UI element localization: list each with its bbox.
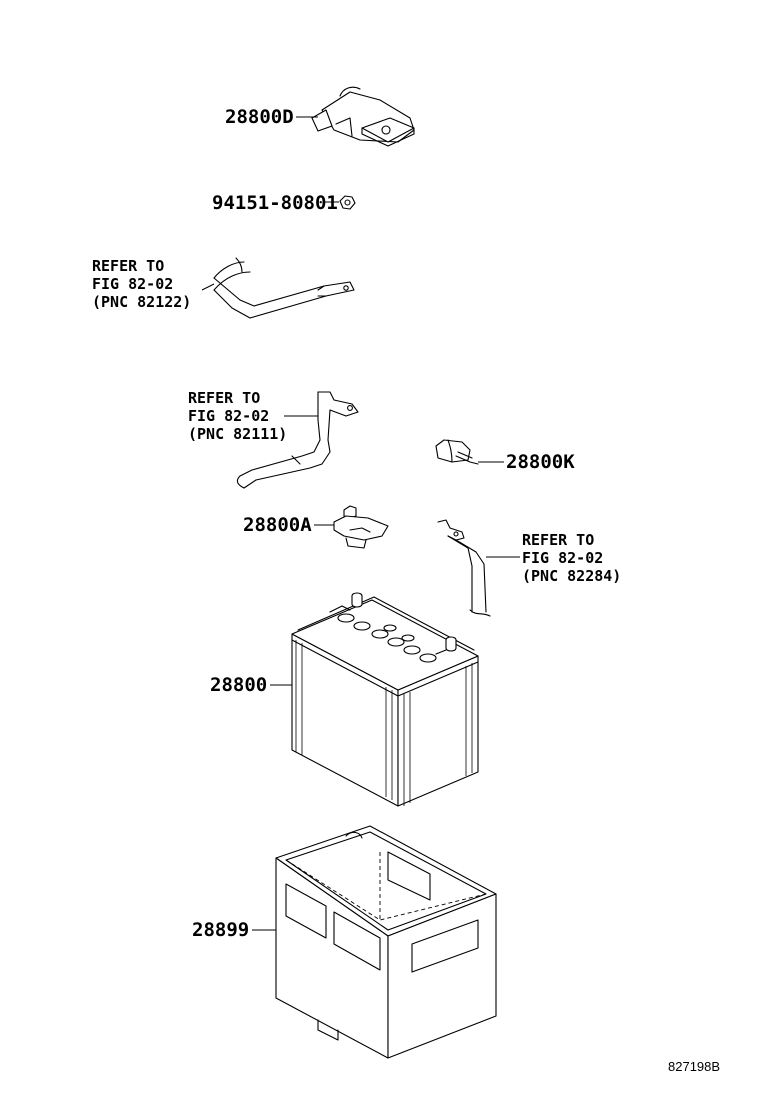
svg-text:FIG 82-02: FIG 82-02 xyxy=(188,407,269,425)
cable-82111-drawing xyxy=(236,391,359,489)
part-label-28899: 28899 xyxy=(192,919,249,941)
svg-text:FIG 82-02: FIG 82-02 xyxy=(92,275,173,293)
terminal-cover-drawing xyxy=(311,86,415,147)
reference-82111: REFER TO FIG 82-02 (PNC 82111) xyxy=(188,389,287,443)
svg-text:REFER TO: REFER TO xyxy=(522,531,594,549)
diagram-code: 827198B xyxy=(668,1059,720,1074)
part-label-28800d: 28800D xyxy=(225,106,294,128)
svg-text:(PNC 82111): (PNC 82111) xyxy=(188,425,287,443)
svg-text:REFER TO: REFER TO xyxy=(188,389,260,407)
battery-drawing xyxy=(291,592,479,807)
part-label-28800a: 28800A xyxy=(243,514,312,536)
reference-82122: REFER TO FIG 82-02 (PNC 82122) xyxy=(92,257,191,311)
positive-terminal-cover-drawing xyxy=(333,505,389,549)
svg-text:FIG 82-02: FIG 82-02 xyxy=(522,549,603,567)
nut-drawing xyxy=(339,195,356,210)
negative-terminal-cover-drawing xyxy=(435,439,479,465)
cable-82284-drawing xyxy=(437,519,491,617)
svg-text:(PNC 82122): (PNC 82122) xyxy=(92,293,191,311)
part-label-28800: 28800 xyxy=(210,674,267,696)
battery-tray-drawing xyxy=(275,825,497,1059)
part-label-94151-80801: 94151-80801 xyxy=(212,192,338,214)
svg-text:(PNC 82284): (PNC 82284) xyxy=(522,567,621,585)
cable-82122-drawing xyxy=(213,257,355,319)
svg-text:REFER TO: REFER TO xyxy=(92,257,164,275)
part-label-28800k: 28800K xyxy=(506,451,575,473)
reference-82284: REFER TO FIG 82-02 (PNC 82284) xyxy=(522,531,621,585)
